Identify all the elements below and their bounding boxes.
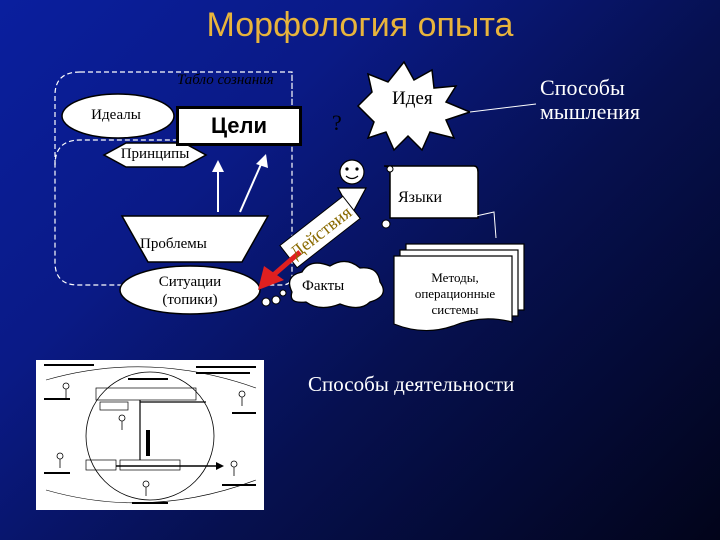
situations-sub-label: (топики) [162, 292, 218, 308]
languages-label: Языки [398, 189, 443, 206]
actions-band [279, 195, 361, 269]
tablo-label: Табло сознания [177, 72, 274, 88]
schematic-inset-image [36, 360, 264, 510]
situations-ellipse [119, 265, 261, 315]
facts-cloud [288, 260, 384, 309]
slide-title: Морфология опыта [206, 6, 514, 44]
methods-line-2: операционные [414, 286, 496, 301]
ways-of-activity-label: Способы деятельности [308, 372, 515, 396]
methods-document [393, 255, 513, 332]
question-mark: ? [332, 110, 342, 135]
ways-of-thinking-label: Способы мышления [540, 75, 641, 124]
smiley-icon [339, 159, 365, 185]
problems-trapezoid [120, 215, 270, 263]
methods-line-3: системы [431, 302, 479, 317]
principles-hexagon [102, 142, 208, 168]
problems-label: Проблемы [140, 236, 207, 252]
goals-box: Цели [176, 106, 302, 146]
methods-line-1: Методы, [431, 270, 479, 285]
principles-label: Принципы [120, 146, 190, 162]
action-arrow [258, 266, 284, 290]
situations-label: Ситуации [158, 274, 222, 290]
facts-label: Факты [302, 278, 345, 294]
ideals-label: Идеалы [91, 107, 141, 123]
methods-label: Методы, операционные системы [396, 270, 514, 318]
ideals-ellipse [61, 93, 175, 139]
idea-label: Идея [392, 88, 433, 109]
